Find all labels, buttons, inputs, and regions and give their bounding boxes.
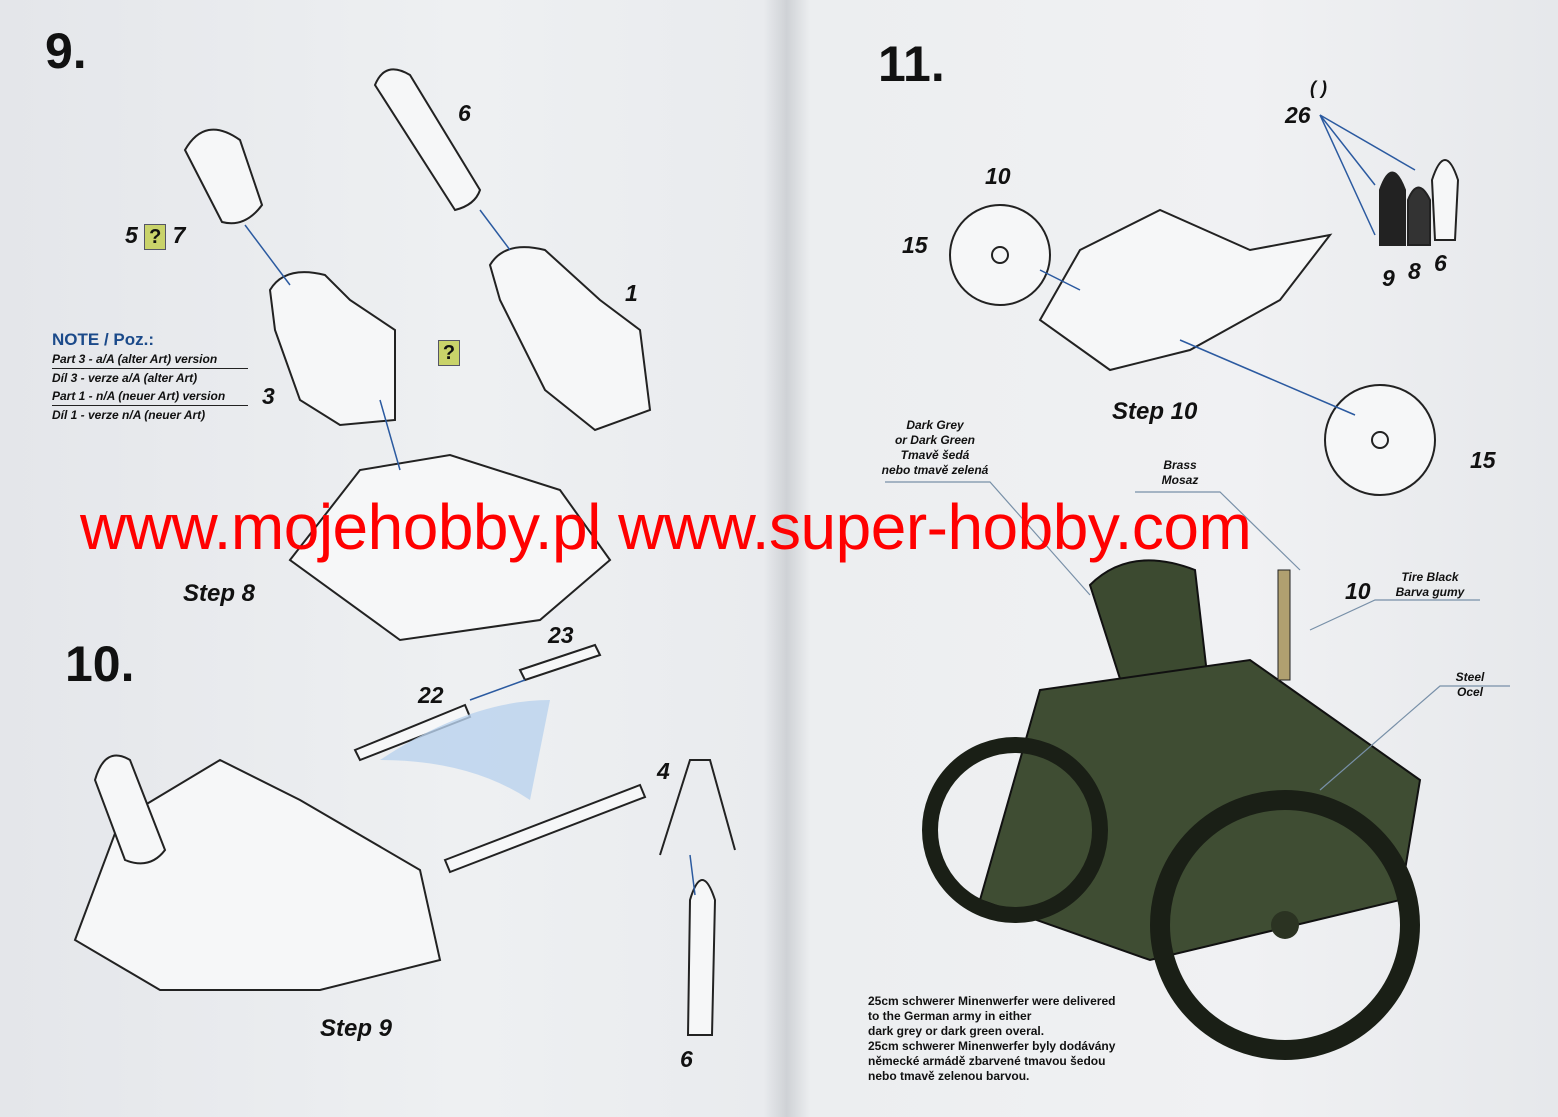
question-box-icon: ? bbox=[438, 340, 460, 366]
step-11-number: 11. bbox=[878, 36, 945, 92]
note-line: Díl 1 - verze n/A (neuer Art) bbox=[52, 408, 206, 422]
callout-text: Ocel bbox=[1456, 685, 1483, 699]
tube-assembled-drawing bbox=[443, 783, 647, 874]
assembly-arrows bbox=[244, 114, 1416, 896]
shell-on-carriage-drawing bbox=[93, 754, 167, 865]
callout-text: Steel bbox=[1455, 670, 1485, 684]
callout-text: nebo tmavě zelená bbox=[881, 463, 989, 477]
bracket-glyph: ( ) bbox=[1310, 78, 1327, 98]
callout-brass: Brass Mosaz bbox=[1150, 458, 1210, 488]
part-number: 7 bbox=[172, 222, 186, 248]
shell-part-6c-drawing bbox=[1430, 159, 1460, 241]
part-number: 9 bbox=[1382, 265, 1395, 291]
part-number: 3 bbox=[262, 383, 275, 409]
note-title: NOTE / Poz.: bbox=[52, 330, 154, 349]
description-line: 25cm schwerer Minenwerfer byly dodávány bbox=[868, 1039, 1116, 1053]
callout-text: Tire Black bbox=[1401, 570, 1459, 584]
callout-body-color: Dark Grey or Dark Green Tmavě šedá nebo … bbox=[880, 418, 990, 478]
barrel-part-3-drawing bbox=[268, 271, 396, 427]
wheel-hub-drawing bbox=[1371, 431, 1389, 449]
part-number: 15 bbox=[902, 232, 928, 258]
part-number: 4 bbox=[657, 758, 670, 784]
painted-mortar-illustration bbox=[922, 559, 1422, 1060]
arrow-icon bbox=[1319, 114, 1376, 186]
part-number: 26 bbox=[1285, 102, 1311, 128]
part-number: 6 bbox=[458, 100, 471, 126]
watermark: www.mojehobby.pl www.super-hobby.com bbox=[80, 491, 1252, 563]
step-8-label: Step 8 bbox=[183, 580, 256, 607]
arrow-icon bbox=[479, 209, 511, 251]
shell-part-6-drawing bbox=[373, 68, 482, 212]
part-number: 1 bbox=[625, 280, 638, 306]
callout-text: or Dark Green bbox=[894, 433, 976, 447]
note-box: NOTE / Poz.: Part 3 - a/A (alter Art) ve… bbox=[52, 330, 248, 424]
arrow-icon bbox=[1039, 269, 1081, 291]
carriage-step10-drawing bbox=[1038, 208, 1333, 372]
callout-text: Brass bbox=[1163, 458, 1197, 472]
shell-part-8-drawing bbox=[1407, 186, 1431, 246]
paint-description: 25cm schwerer Minenwerfer were delivered… bbox=[868, 994, 1115, 1084]
part-number: 6 bbox=[1434, 250, 1447, 276]
barrel-part-1-drawing bbox=[488, 246, 652, 432]
question-box-icon: ? bbox=[144, 224, 167, 250]
callout-leader-lines bbox=[885, 481, 1510, 791]
description-line: to the German army in either bbox=[868, 1009, 1032, 1023]
callout-tire: Tire Black Barva gumy bbox=[1385, 570, 1475, 600]
carriage-step8-drawing bbox=[288, 453, 612, 642]
shell-part-6b-drawing bbox=[686, 879, 717, 1036]
part-alternative-5-or-7: 5 ? 7 bbox=[125, 222, 185, 250]
part-number: 10 bbox=[985, 163, 1011, 189]
note-line: Part 1 - n/A (neuer Art) version bbox=[52, 387, 248, 406]
description-line: německé armádě zbarvené tmavou šedou bbox=[868, 1054, 1106, 1068]
callout-steel: Steel Ocel bbox=[1445, 670, 1495, 700]
callout-text: Barva gumy bbox=[1395, 585, 1465, 599]
part-number: 5 bbox=[125, 222, 138, 248]
part-number: 15 bbox=[1470, 447, 1496, 473]
shell-part-7-drawing bbox=[183, 128, 264, 225]
description-line: dark grey or dark green overal. bbox=[868, 1024, 1045, 1038]
bipod-part-4-drawing bbox=[659, 759, 736, 856]
part-number: 10 bbox=[1345, 578, 1371, 604]
arrow-icon bbox=[469, 679, 526, 701]
step-10-number: 10. bbox=[65, 636, 135, 692]
part-number: 23 bbox=[548, 622, 574, 648]
question-marker: ? bbox=[438, 338, 460, 366]
note-line: Díl 3 - verze a/A (alter Art) bbox=[52, 371, 198, 385]
step-10-label: Step 10 bbox=[1112, 398, 1198, 425]
arrow-icon bbox=[1319, 114, 1416, 171]
shell-part-9-drawing bbox=[1379, 171, 1406, 246]
step-9-label: Step 9 bbox=[320, 1015, 393, 1042]
curved-arrow-icon bbox=[380, 700, 550, 800]
callout-text: Tmavě šedá bbox=[900, 448, 970, 462]
arrow-icon bbox=[1319, 114, 1376, 236]
description-line: nebo tmavě zelenou barvou. bbox=[868, 1069, 1030, 1083]
note-line: Part 3 - a/A (alter Art) version bbox=[52, 350, 248, 369]
carriage-step9-drawing bbox=[73, 758, 442, 991]
arrow-icon bbox=[689, 854, 696, 896]
arrow-icon bbox=[379, 399, 401, 471]
step-9-number: 9. bbox=[45, 23, 87, 79]
callout-text: Mosaz bbox=[1161, 473, 1199, 487]
arrow-icon bbox=[244, 224, 291, 286]
part-number: 22 bbox=[418, 682, 444, 708]
part-number: 6 bbox=[680, 1046, 693, 1072]
wheel-hub-drawing bbox=[991, 246, 1009, 264]
callout-text: Dark Grey bbox=[906, 418, 964, 432]
description-line: 25cm schwerer Minenwerfer were delivered bbox=[868, 994, 1116, 1008]
part-number: 8 bbox=[1408, 258, 1421, 284]
tube-part-23-drawing bbox=[518, 643, 602, 682]
arrow-icon bbox=[1179, 339, 1356, 416]
